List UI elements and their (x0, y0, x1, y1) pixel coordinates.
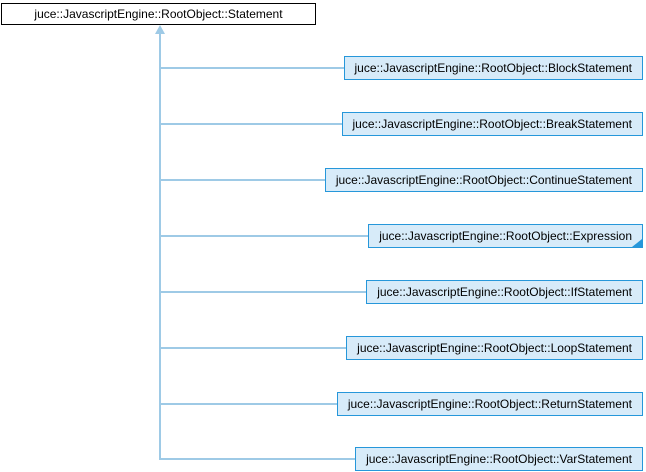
node-returnstatement[interactable]: juce::JavascriptEngine::RootObject::Retu… (336, 392, 643, 416)
node-continuestatement[interactable]: juce::JavascriptEngine::RootObject::Cont… (324, 168, 643, 192)
node-expression-label: juce::JavascriptEngine::RootObject::Expr… (379, 229, 632, 243)
node-ifstatement[interactable]: juce::JavascriptEngine::RootObject::IfSt… (366, 280, 643, 304)
node-statement: juce::JavascriptEngine::RootObject::Stat… (1, 3, 316, 25)
connector-vertical-line (159, 33, 161, 460)
node-varstatement[interactable]: juce::JavascriptEngine::RootObject::VarS… (355, 447, 643, 471)
node-expression[interactable]: juce::JavascriptEngine::RootObject::Expr… (368, 224, 643, 248)
node-blockstatement[interactable]: juce::JavascriptEngine::RootObject::Bloc… (343, 56, 643, 80)
node-breakstatement[interactable]: juce::JavascriptEngine::RootObject::Brea… (341, 112, 643, 136)
node-loopstatement[interactable]: juce::JavascriptEngine::RootObject::Loop… (346, 336, 643, 360)
arrow-up-icon (155, 25, 165, 34)
truncation-corner-icon (632, 239, 642, 247)
